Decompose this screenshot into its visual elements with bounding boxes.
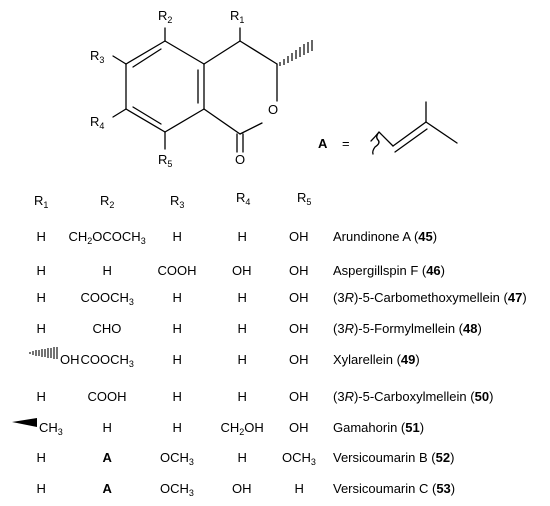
prenyl-bond (378, 131, 394, 147)
ring-oxygen: O (268, 102, 279, 117)
cell-r3: H (172, 352, 182, 367)
cell-r5: OH (289, 389, 309, 404)
cell-r4: OH (232, 481, 252, 496)
compound-name: Gamahorin (51) (333, 420, 425, 435)
r1-label: R1 (230, 8, 245, 25)
cell-r5: OH (289, 263, 309, 278)
cell-r4: H (237, 389, 247, 404)
r2-label: R2 (158, 8, 173, 25)
r5-label: R5 (158, 152, 173, 169)
r3-label: R3 (90, 48, 105, 65)
cell-r1: H (36, 321, 46, 336)
cell-r4: H (237, 352, 247, 367)
cell-r5: OH (289, 229, 309, 244)
cell-r4: CH2OH (220, 420, 264, 437)
double-bond-inner (132, 48, 162, 68)
hashed-bond-r1 (29, 347, 58, 359)
cell-r4: H (237, 229, 247, 244)
cell-r4: OH (232, 263, 252, 278)
cell-r1: H (36, 229, 46, 244)
cell-r1: H (36, 481, 46, 496)
cell-r3: H (172, 389, 182, 404)
compound-name: (3R)-5-Formylmellein (48) (333, 321, 482, 336)
compound-name: (3R)-5-Carboxylmellein (50) (333, 389, 494, 404)
cell-r4: H (237, 450, 247, 465)
header-r1: R1 (34, 193, 49, 210)
cell-r5: H (294, 481, 304, 496)
cell-r1: H (36, 290, 46, 305)
header-r4: R4 (236, 190, 251, 207)
cell-r1: CH3 (39, 420, 63, 437)
cell-r2: CHO (92, 321, 122, 336)
prenyl-bond (425, 121, 458, 144)
double-bond-inner (132, 106, 162, 125)
cell-r2: COOCH3 (80, 352, 134, 369)
cell-r1: H (36, 450, 46, 465)
cell-r3: H (172, 290, 182, 305)
cell-r2: COOH (87, 389, 127, 404)
definition-equals: = (342, 136, 350, 151)
bond (125, 40, 166, 65)
cell-r3: OCH3 (160, 450, 194, 467)
bond (203, 40, 241, 65)
cell-r1: H (36, 389, 46, 404)
cell-r2: H (102, 420, 112, 435)
wavy-attachment (370, 131, 380, 155)
cell-r3: H (172, 229, 182, 244)
bond (164, 108, 205, 133)
bond (239, 122, 263, 135)
compound-name: Arundinone A (45) (333, 229, 438, 244)
bond (125, 108, 166, 133)
header-r3: R3 (170, 193, 185, 210)
cell-r4: H (237, 321, 247, 336)
cell-r5: OCH3 (282, 450, 316, 467)
r4-bond (112, 108, 127, 118)
cell-r2: H (102, 263, 112, 278)
cell-r2: COOCH3 (80, 290, 134, 307)
prenyl-double-bond (394, 128, 428, 153)
cell-r3: COOH (157, 263, 197, 278)
cell-r3: OCH3 (160, 481, 194, 498)
carbonyl-oxygen: O (235, 152, 246, 167)
r3-bond (112, 55, 127, 65)
cell-r5: OH (289, 420, 309, 435)
header-r5: R5 (297, 190, 312, 207)
compound-name: Versicoumarin C (53) (333, 481, 456, 496)
cell-r2: A (102, 481, 112, 496)
cell-r3: H (172, 420, 182, 435)
cell-r1: OH (60, 352, 80, 367)
cell-r3: H (172, 321, 182, 336)
bond (239, 40, 278, 65)
cell-r5: OH (289, 290, 309, 305)
cell-r2: A (102, 450, 112, 465)
bond (164, 40, 205, 65)
compound-name: Aspergillspin F (46) (333, 263, 446, 278)
compound-name: Xylarellein (49) (333, 352, 420, 367)
cell-r5: OH (289, 321, 309, 336)
cell-r2: CH2OCOCH3 (68, 229, 146, 246)
cell-r4: H (237, 290, 247, 305)
cell-r1: H (36, 263, 46, 278)
cell-r5: OH (289, 352, 309, 367)
hashed-wedge-bond (279, 40, 313, 66)
wedge-bond-r1 (12, 418, 37, 427)
compound-name: Versicoumarin B (52) (333, 450, 455, 465)
header-r2: R2 (100, 193, 115, 210)
definition-label-a: A (318, 136, 328, 151)
prenyl-bond (392, 121, 427, 147)
compound-name: (3R)-5-Carbomethoxymellein (47) (333, 290, 527, 305)
bond (203, 108, 241, 135)
r4-label: R4 (90, 114, 105, 131)
